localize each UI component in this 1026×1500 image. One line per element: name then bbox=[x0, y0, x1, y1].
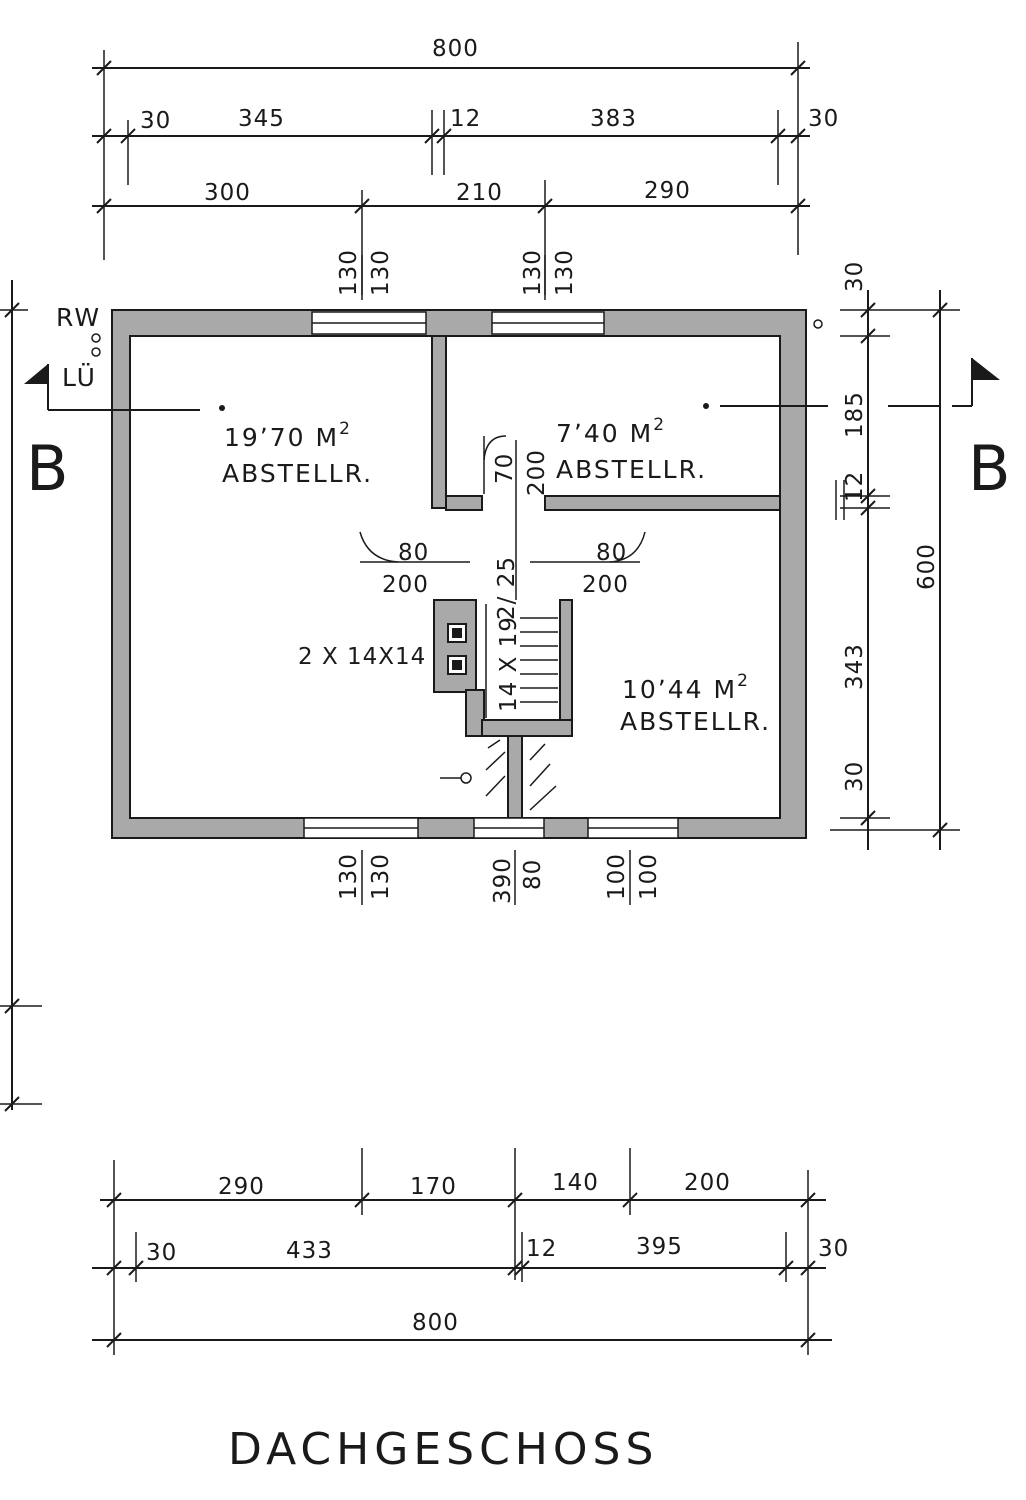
window-bottom-2b: 80 bbox=[520, 859, 546, 890]
windows bbox=[303, 311, 679, 839]
window-bottom-3b: 100 bbox=[636, 853, 662, 900]
dim-bottom-total: 800 bbox=[412, 1310, 459, 1336]
dim-right-12: 12 bbox=[842, 471, 868, 502]
dim-bottom-170: 170 bbox=[410, 1174, 457, 1200]
window-bottom-1a: 130 bbox=[336, 853, 362, 900]
chimney-block bbox=[433, 599, 477, 693]
dim-top-total: 800 bbox=[432, 36, 479, 62]
dim-top-290: 290 bbox=[644, 178, 691, 204]
dim-bottom-140: 140 bbox=[552, 1170, 599, 1196]
dim-bottom-30-right: 30 bbox=[818, 1236, 849, 1262]
dim-top-300: 300 bbox=[204, 180, 251, 206]
stair-spec-b: 14 X 19 bbox=[496, 616, 522, 712]
dim-right-30-top: 30 bbox=[842, 261, 868, 292]
dim-bottom-395: 395 bbox=[636, 1234, 683, 1260]
left-dimension-line bbox=[0, 280, 42, 1112]
dim-bottom-433: 433 bbox=[286, 1238, 333, 1264]
bottom-window-dimensions: 130 130 390 80 100 100 bbox=[336, 850, 662, 905]
dim-bottom-290: 290 bbox=[218, 1174, 265, 1200]
dim-top-345: 345 bbox=[238, 106, 285, 132]
outer-wall bbox=[111, 309, 807, 839]
dim-right-185: 185 bbox=[842, 391, 868, 438]
dim-top-30-left: 30 bbox=[140, 108, 171, 134]
dim-right-343: 343 bbox=[842, 643, 868, 690]
rw-label: RW bbox=[56, 303, 101, 332]
top-window-dimensions: 130 130 130 130 bbox=[336, 249, 578, 296]
dim-top-210: 210 bbox=[456, 180, 503, 206]
section-b-right: B bbox=[968, 432, 1011, 505]
door-left-width: 80 bbox=[398, 540, 429, 566]
door-mid-height: 200 bbox=[524, 449, 550, 496]
window-bottom-3a: 100 bbox=[604, 853, 630, 900]
dim-top-383: 383 bbox=[590, 106, 637, 132]
dim-top-30-right: 30 bbox=[808, 106, 839, 132]
door-right-height: 200 bbox=[582, 572, 629, 598]
window-bottom-1b: 130 bbox=[368, 853, 394, 900]
door-right-width: 80 bbox=[596, 540, 627, 566]
room-2-area: 7ʼ40 M2 bbox=[556, 415, 666, 448]
window-top-2a: 130 bbox=[520, 249, 546, 296]
chimney-flues bbox=[447, 623, 467, 675]
bottom-dimension-lines bbox=[92, 1148, 832, 1355]
service-markers: RW LÜ bbox=[56, 303, 823, 392]
top-dimension-lines bbox=[92, 42, 810, 300]
window-top-1a: 130 bbox=[336, 249, 362, 296]
bottom-dimension-labels: 290 170 140 200 30 433 12 395 30 800 bbox=[146, 1170, 849, 1336]
right-dimension-lines: 30 185 12 343 30 600 bbox=[830, 261, 960, 850]
lu-label: LÜ bbox=[62, 363, 97, 392]
window-bottom-2a: 390 bbox=[490, 857, 516, 904]
stair-spec-a: 2/ 25 bbox=[494, 556, 520, 620]
dim-bottom-30-left: 30 bbox=[146, 1240, 177, 1266]
room-3-area: 10ʼ44 M2 bbox=[622, 671, 750, 704]
door-labels: 80 200 80 200 70 200 2 X 14X14 2/ 25 14 … bbox=[298, 449, 629, 712]
window-top-2b: 130 bbox=[552, 249, 578, 296]
staircase bbox=[440, 604, 558, 811]
plan-title: DACHGESCHOSS bbox=[228, 1424, 658, 1475]
dim-bottom-12: 12 bbox=[526, 1236, 557, 1262]
walls bbox=[111, 309, 807, 839]
door-left-height: 200 bbox=[382, 572, 429, 598]
section-markers: B B bbox=[24, 358, 1011, 505]
room-labels: 19ʼ70 M2 ABSTELLR. 7ʼ40 M2 ABSTELLR. 10ʼ… bbox=[222, 415, 771, 736]
door-mid-width: 70 bbox=[492, 453, 518, 484]
door-swings bbox=[359, 435, 646, 600]
dim-right-600: 600 bbox=[914, 543, 940, 590]
room-1-name: ABSTELLR. bbox=[222, 459, 373, 488]
room-2-name: ABSTELLR. bbox=[556, 455, 707, 484]
section-b-left: B bbox=[26, 432, 69, 505]
dim-bottom-200: 200 bbox=[684, 1170, 731, 1196]
dim-right-30-bottom: 30 bbox=[842, 761, 868, 792]
dim-top-12: 12 bbox=[450, 106, 481, 132]
room-1-area: 19ʼ70 M2 bbox=[224, 419, 352, 452]
chimney-label: 2 X 14X14 bbox=[298, 644, 426, 670]
top-dimension-labels: 800 30 345 12 383 30 300 210 290 bbox=[140, 36, 839, 206]
room-3-name: ABSTELLR. bbox=[620, 707, 771, 736]
window-top-1b: 130 bbox=[368, 249, 394, 296]
